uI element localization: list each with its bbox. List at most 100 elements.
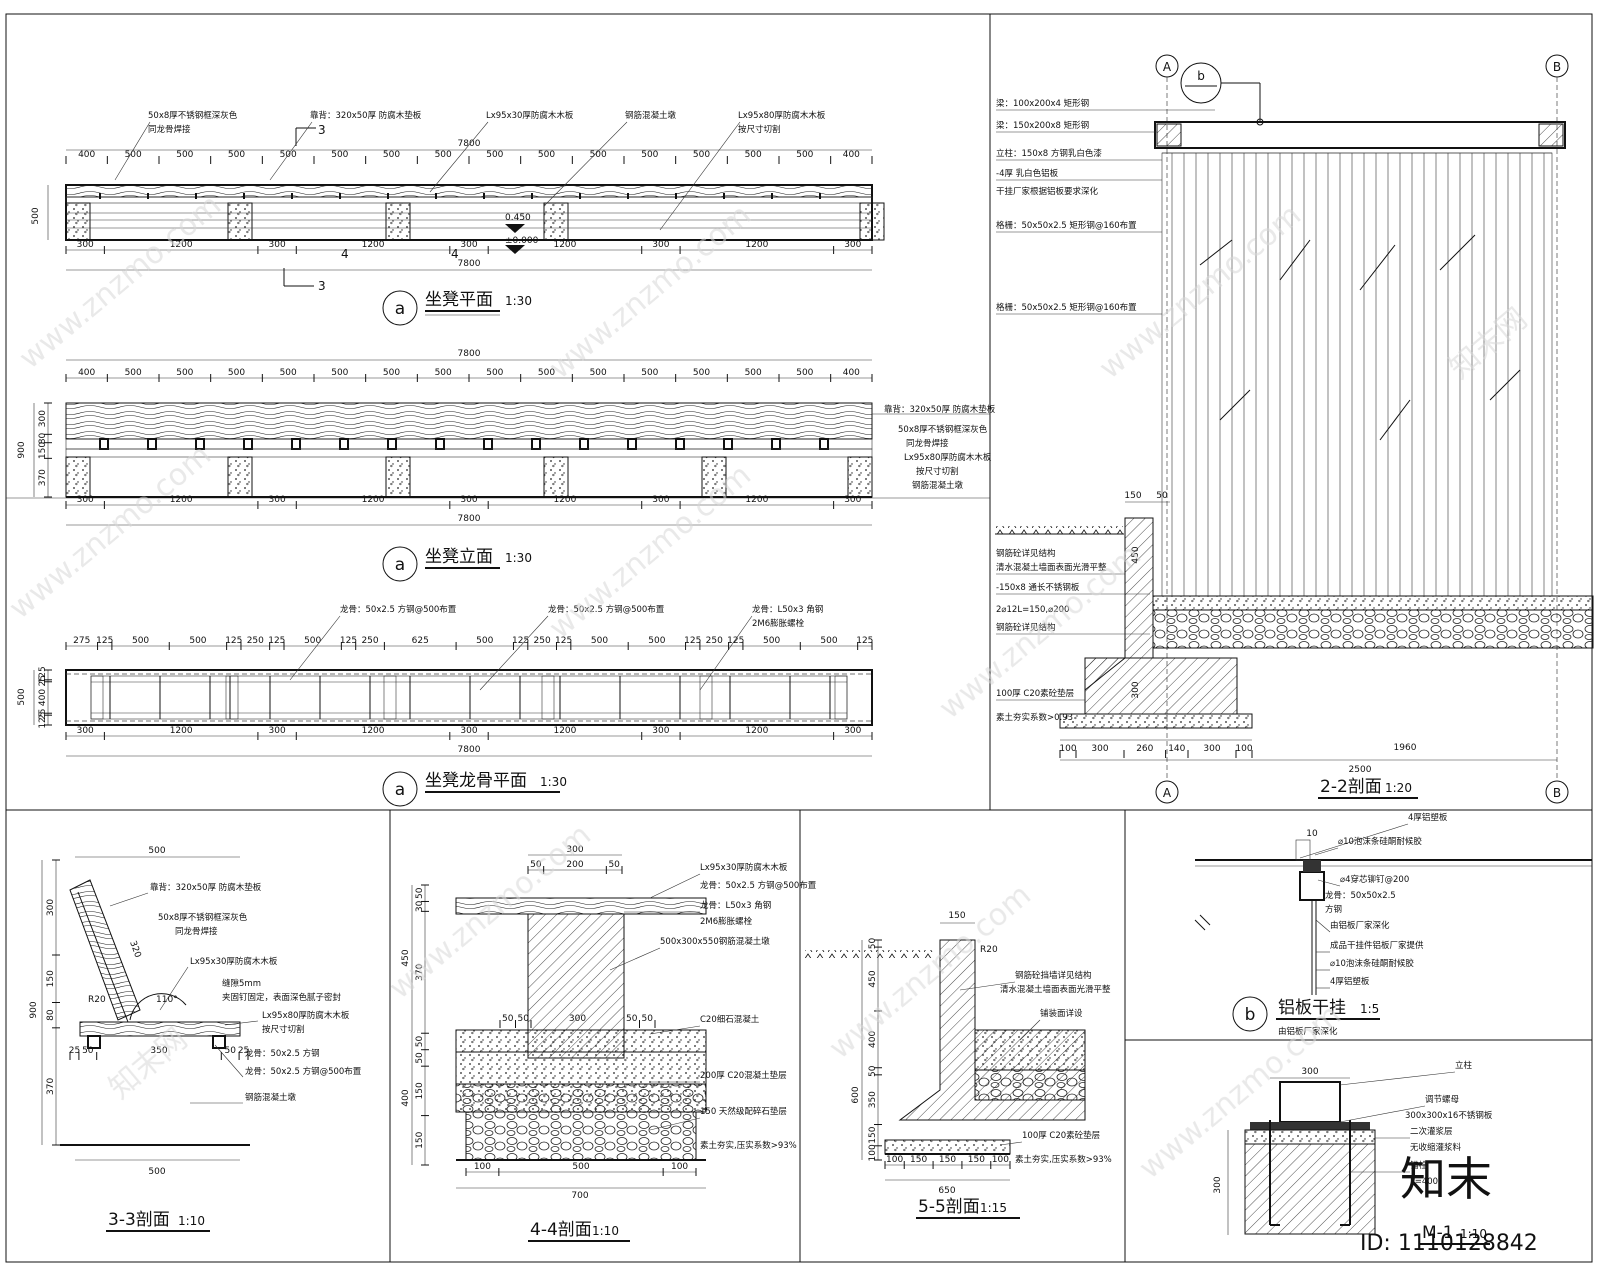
axis-a-bottom-bubble: [1155, 780, 1179, 804]
elev-bracket-15: [819, 438, 829, 450]
keel-top-dim-12: 125: [512, 636, 529, 646]
keel-side-dim-2: 400: [38, 689, 48, 706]
sec22-bottom-dim-5: 100: [1235, 744, 1252, 754]
elev-scale: 1:30: [505, 551, 532, 565]
plan-bottom-dim-7: 1200: [745, 240, 768, 250]
keel-bottom-dim-1: 1200: [170, 726, 193, 736]
elev-label-1: 50x8厚不锈钢框深灰色: [898, 424, 988, 435]
keel-bubble: [382, 771, 418, 807]
plan-top-dim-9: 500: [538, 150, 555, 160]
elev-label-3: Lx95x80厚防腐木木板: [904, 452, 992, 463]
sec33-label-3: Lx95x30厚防腐木木板: [190, 956, 278, 967]
sec55-side-dim-0: 50: [868, 938, 878, 950]
sec44-label-0: Lx95x30厚防腐木木板: [700, 862, 788, 873]
keel-scale: 1:30: [540, 775, 567, 789]
sec44-fine-concrete: [455, 1029, 707, 1053]
sec33-title: 3-3剖面: [108, 1210, 170, 1230]
elev-bottom-dim-8: 300: [844, 495, 861, 505]
plan-top-dim-10: 500: [590, 150, 607, 160]
axis-a-top: A: [1163, 60, 1172, 74]
sec44-side-dim-4: 50: [415, 1052, 425, 1064]
sec55-label-4: 素土夯实,压实系数>93%: [1015, 1154, 1112, 1165]
sec55-side-dim-1: 450: [868, 970, 878, 987]
sec55-label-3: 100厚 C20素砼垫层: [1022, 1130, 1100, 1141]
sec44-top-dim-1: 200: [566, 860, 583, 870]
detail-b-scale: 1:5: [1360, 1002, 1379, 1016]
m1-label-3: 二次灌浆层: [1410, 1126, 1453, 1137]
elev-top-dim-9: 500: [538, 368, 555, 378]
sec44-mid-dim-0: 50: [502, 1014, 514, 1024]
keel-top-dim-16: 500: [648, 636, 665, 646]
plan-label-4: 钢筋混凝土墩: [625, 110, 677, 121]
sec22-label-1: 梁：150x200x8 矩形钢: [996, 120, 1089, 131]
sec55-top-dim: 150: [948, 911, 965, 921]
plan-bottom-dim-6: 300: [652, 240, 669, 250]
elev-top-dim-5: 500: [331, 368, 348, 378]
detail-b-title: 铝板干挂: [1278, 998, 1346, 1018]
sec22-label-6: 格栅：50x50x2.5 矩形钢@160布置: [996, 302, 1137, 313]
elev-label-0: 靠背：320x50厚 防腐木垫板: [884, 404, 996, 415]
elev-side-dim-3: 370: [38, 469, 48, 486]
sec33-seat: [79, 1021, 241, 1037]
plan-top-dim-3: 500: [228, 150, 245, 160]
sec33-label-9: 龙骨：50x2.5 方钢@500布置: [245, 1066, 362, 1077]
keel-label-3: 2M6膨胀螺栓: [752, 618, 805, 629]
sec22-bottom-dim-0: 100: [1059, 744, 1076, 754]
sec55-bottom-dim-0: 100: [886, 1155, 903, 1165]
sec33-leader-labels: 靠背：320x50厚 防腐木垫板50x8厚不锈钢框深灰色同龙骨焊接Lx95x30…: [109, 882, 362, 1104]
section-2-2: A B A B b: [995, 54, 1594, 804]
plan-bottom-dim-8: 300: [844, 240, 861, 250]
watermark-1: www.znzmo.com: [13, 188, 228, 377]
sec55-bottom-dim-3: 150: [968, 1155, 985, 1165]
sec44-bottom-dim-0: 100: [474, 1162, 491, 1172]
sec22-label-8: 清水混凝土墙面表面光滑平整: [996, 562, 1107, 573]
keel-top-dim-8: 125: [340, 636, 357, 646]
elev-bubble-letter: a: [395, 555, 405, 575]
sec55-label-0: 钢筋砼挡墙详见结构: [1015, 970, 1092, 981]
elev-bracket-1: [147, 438, 157, 450]
section-mark-3-top: 3: [318, 123, 326, 137]
keel-node-5: [834, 675, 848, 720]
detail-b-bubble: [1232, 996, 1268, 1032]
detail-aluminum-hanging: 10 4厚铝塑板⌀10泡沫条硅酮耐候胶⌀4穿芯铆钉@200龙骨：50x50x2.…: [1194, 812, 1592, 1037]
keel-top-dim-17: 125: [684, 636, 701, 646]
keel-node-2: [383, 675, 397, 720]
sec44-label-2: 龙骨：L50x3 角钢: [700, 900, 771, 911]
sec44-side-dim-3: 50: [415, 1035, 425, 1047]
sec22-side-1: 300: [1131, 681, 1141, 698]
watermark-id: ID: 1110128842: [1360, 1231, 1538, 1256]
elev-backrest: [65, 402, 873, 440]
sec22-bottom-dim-4: 300: [1203, 744, 1220, 754]
plan-pier-3: [543, 202, 569, 241]
plan-bottom-dim-1: 1200: [170, 240, 193, 250]
keel-top-dim-21: 500: [820, 636, 837, 646]
sec33-label-2: 同龙骨焊接: [175, 926, 218, 937]
paving-layer: [1152, 595, 1594, 611]
keel-top-dim-18: 250: [706, 636, 723, 646]
sec22-label-13: 素土夯实系数>0.93: [996, 712, 1073, 723]
elev-bottom-dim-1: 1200: [170, 495, 193, 505]
keel-outline: [65, 669, 873, 726]
elev-bubble: [382, 546, 418, 582]
elev-top-dim-7: 500: [435, 368, 452, 378]
section-mark-4-right: 4: [451, 247, 459, 261]
plan-bubble: [382, 290, 418, 326]
elev-bracket-6: [387, 438, 397, 450]
m1-column: [1279, 1081, 1341, 1123]
watermark-logo: 知末: [1400, 1152, 1492, 1206]
sec44-title: 4-4剖面: [530, 1220, 592, 1240]
plan-label-0: 50x8厚不锈钢框深灰色: [148, 110, 238, 121]
plan-backrest-strip: [65, 184, 873, 198]
elev-bracket-8: [483, 438, 493, 450]
axis-b-bottom: B: [1553, 786, 1561, 800]
sec44-bottom-total: 700: [571, 1191, 588, 1201]
elev-top-dim-2: 500: [176, 368, 193, 378]
section-mark-3-bottom: 3: [318, 279, 326, 293]
sec44-mid-dim-1: 50: [518, 1014, 530, 1024]
sec55-side-dim-3: 50: [868, 1065, 878, 1077]
sec33-side-dim-2: 80: [46, 1009, 56, 1021]
plan-piers: [65, 193, 885, 241]
